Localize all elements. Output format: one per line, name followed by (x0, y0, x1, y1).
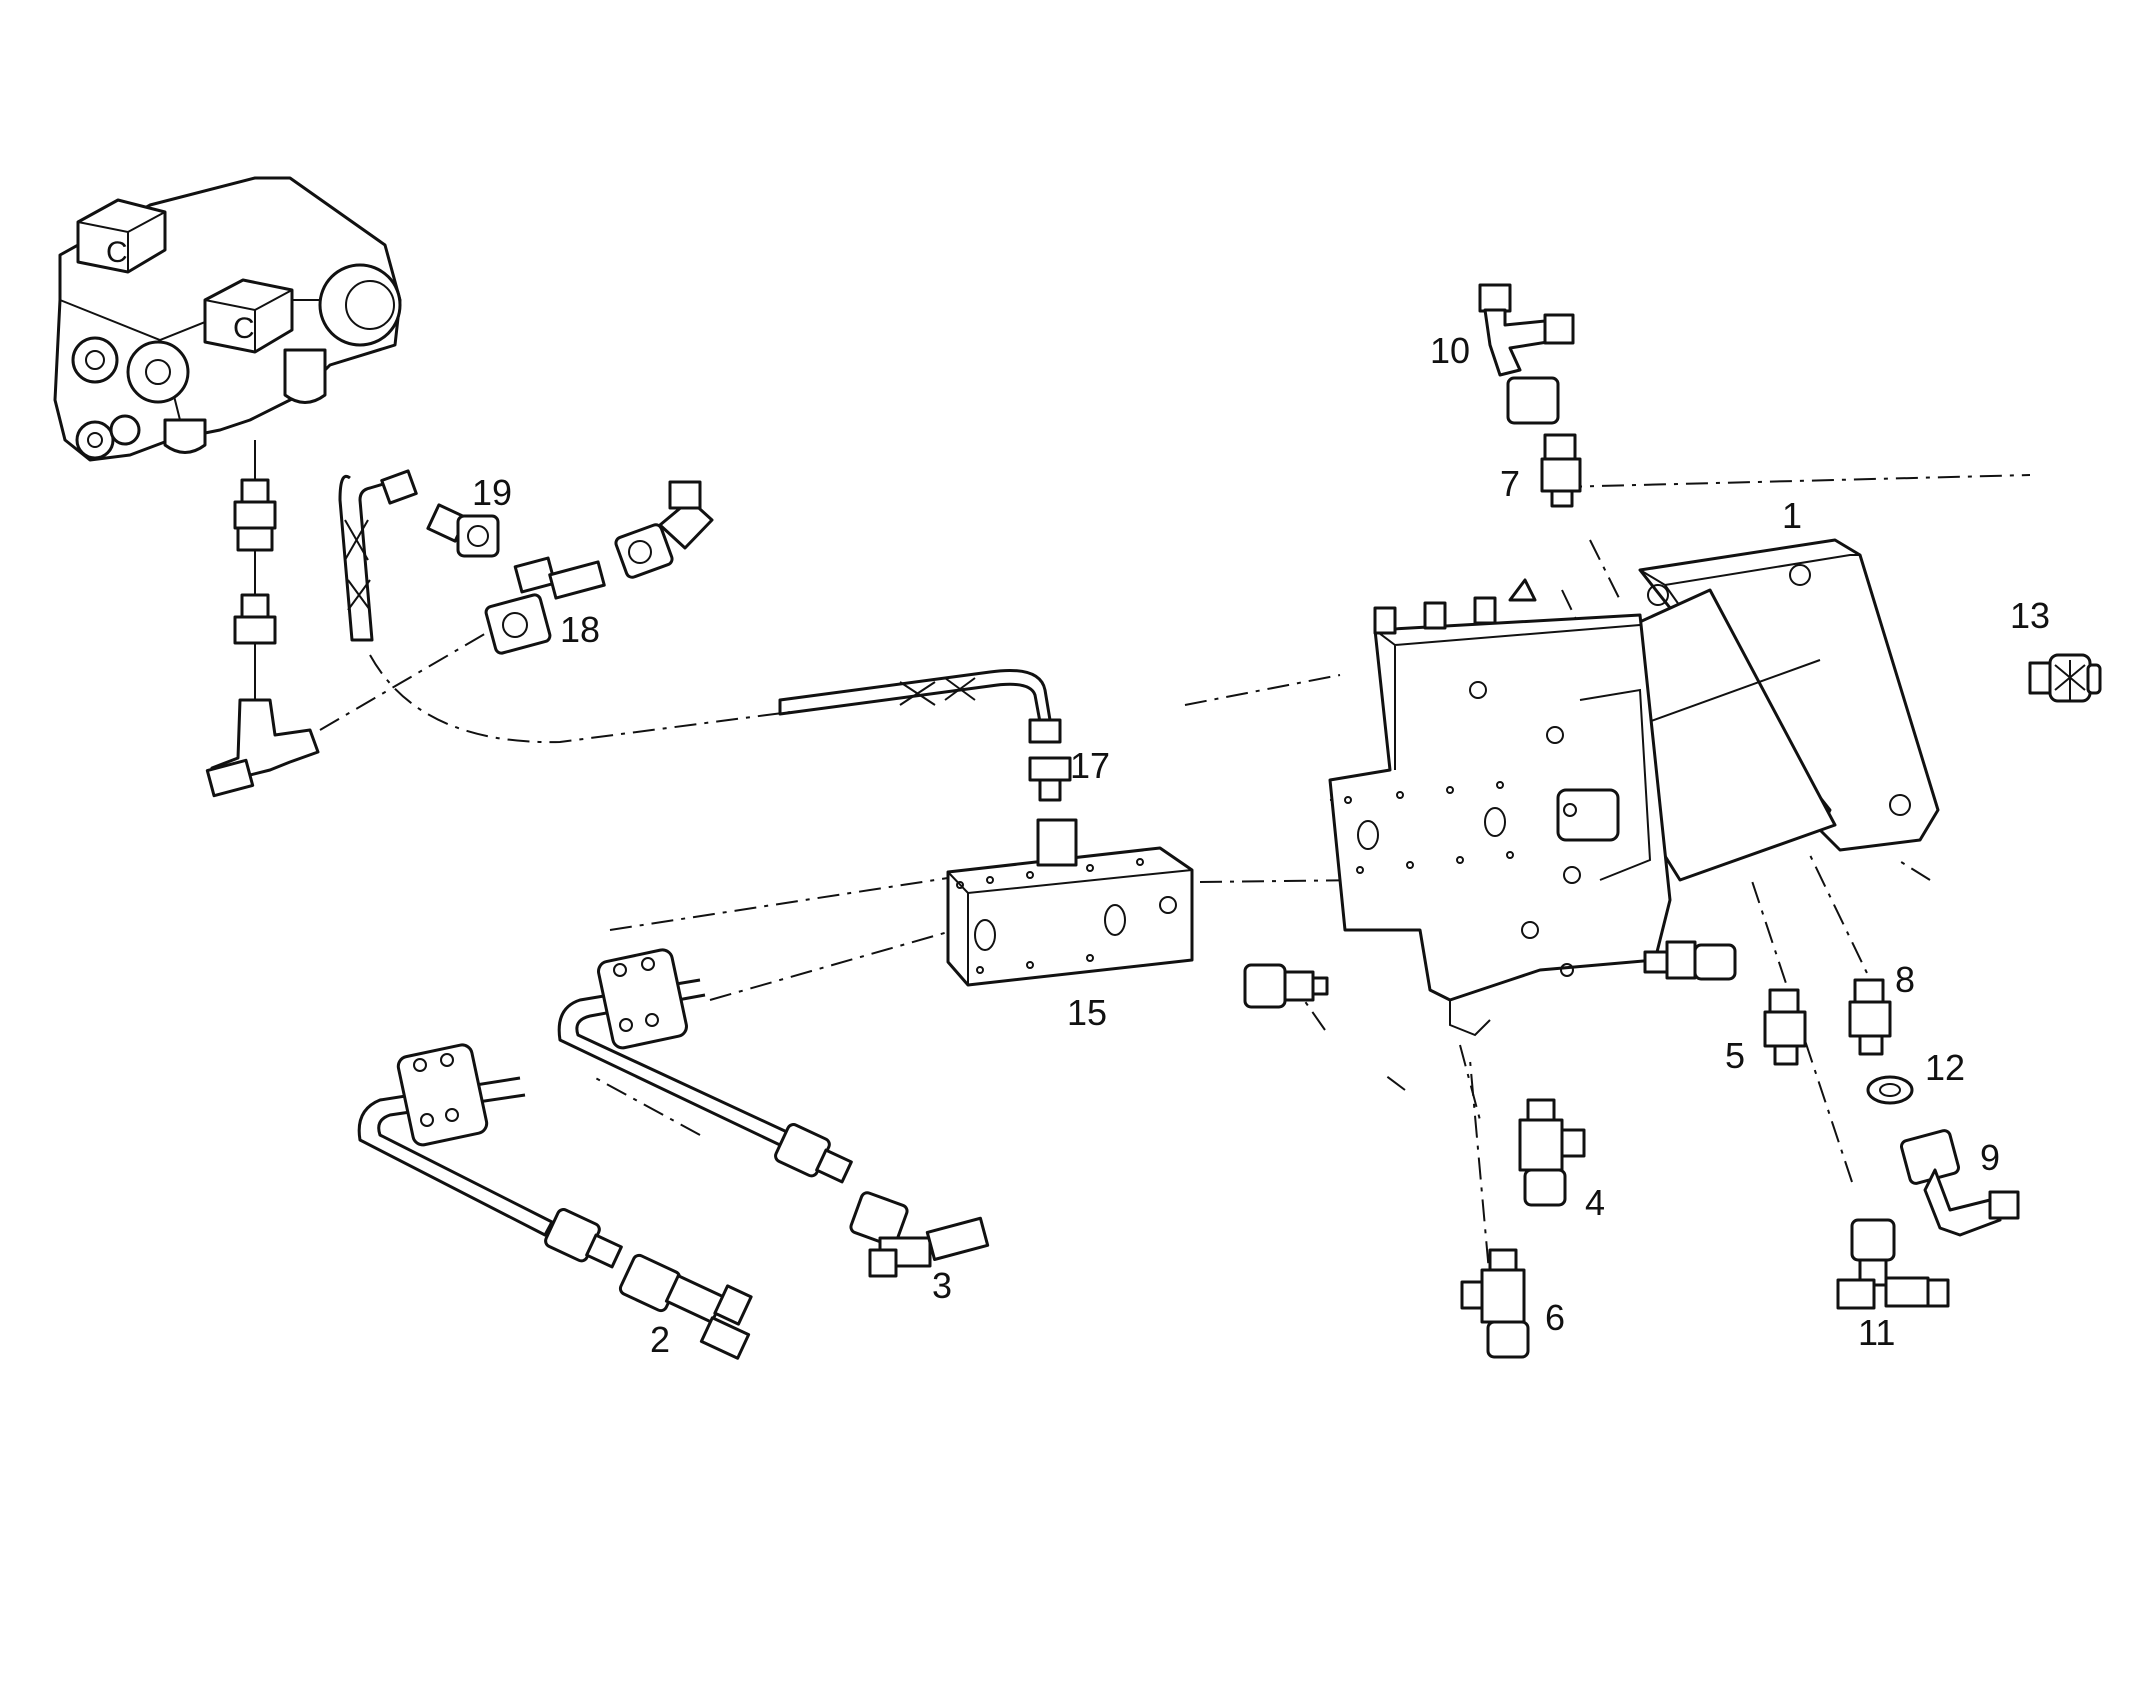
part-9-elbow (1900, 1129, 2020, 1237)
elbow-fitting (614, 480, 714, 579)
callout-11: 11 (1858, 1312, 1896, 1353)
main-pump-housing (1328, 538, 1940, 1037)
valve-fittings-stack (205, 440, 320, 798)
valve-block (53, 176, 402, 462)
part-4-tee (1518, 1098, 1586, 1207)
callout-4: 4 (1585, 1182, 1606, 1223)
callout-9: 9 (1980, 1137, 2001, 1178)
valve-port-mark-2: C (233, 312, 255, 345)
part-11-tee (1836, 1218, 1950, 1310)
part-15-plate (946, 818, 1194, 987)
part-6-tee (1460, 1248, 1530, 1359)
callout-18: 18 (560, 609, 601, 650)
callout-17: 17 (1070, 745, 1111, 786)
side-fitting-left (1243, 963, 1329, 1009)
callout-10: 10 (1430, 330, 1471, 371)
part-17-plug (1028, 756, 1072, 802)
part-3-tee (849, 1191, 990, 1278)
valve-port-mark-1: C (106, 236, 128, 269)
part-19-fitting (426, 503, 500, 558)
callout-1: 1 (1782, 495, 1803, 536)
pipe-assembly-outer (357, 1043, 623, 1269)
callout-5: 5 (1725, 1035, 1746, 1076)
hose-assembly (338, 469, 1062, 744)
callout-2: 2 (650, 1319, 671, 1360)
part-2-tee (618, 1253, 753, 1360)
callout-3: 3 (932, 1265, 953, 1306)
part-8-adapter (1848, 978, 1892, 1056)
part-18-tee (484, 556, 606, 655)
callout-6: 6 (1545, 1297, 1566, 1338)
callout-15: 15 (1067, 992, 1108, 1033)
part-7-adapter (1540, 433, 1582, 508)
part-12-washer (1866, 1075, 1914, 1105)
part-10-tee (1478, 283, 1575, 425)
side-fitting-right (1643, 940, 1737, 981)
part-5-adapter (1763, 988, 1807, 1066)
callout-19: 19 (472, 472, 513, 513)
callout-7: 7 (1500, 463, 1521, 504)
part-13-breather (2028, 653, 2102, 703)
callout-12: 12 (1925, 1047, 1966, 1088)
callout-13: 13 (2010, 595, 2051, 636)
callout-8: 8 (1895, 959, 1916, 1000)
pipe-assembly-inner (557, 948, 853, 1184)
